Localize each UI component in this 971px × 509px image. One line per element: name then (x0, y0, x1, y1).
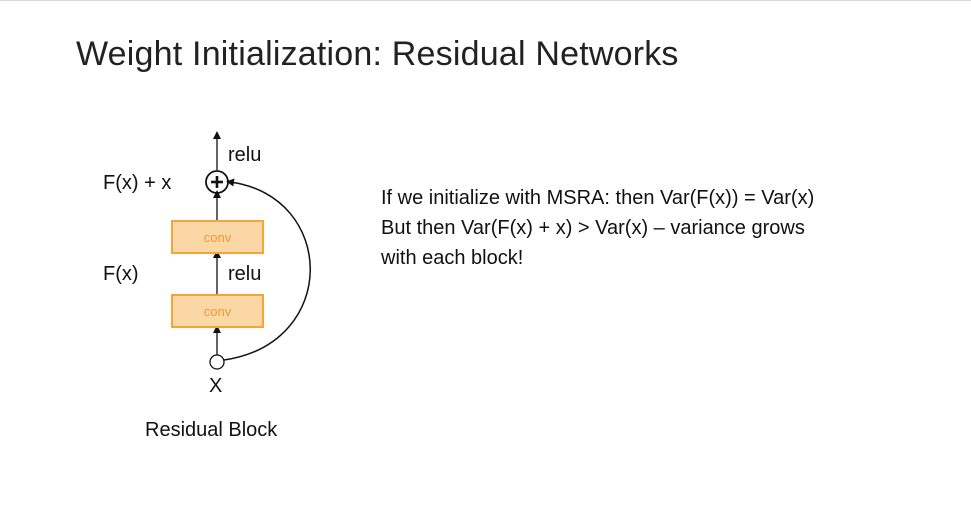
conv-label: conv (203, 303, 232, 319)
input-node-icon (209, 354, 225, 370)
fx-plus-x-label: F(x) + x (103, 172, 172, 194)
conv-block-top: conv (171, 220, 264, 254)
body-line: with each block! (381, 247, 524, 269)
add-node-icon (205, 170, 229, 194)
body-line: If we initialize with MSRA: then Var(F(x… (381, 187, 815, 209)
conv-label: conv (203, 229, 232, 245)
relu-top-label: relu (228, 144, 262, 166)
slide-title: Weight Initialization: Residual Networks (76, 35, 679, 73)
body-line: But then Var(F(x) + x) > Var(x) – varian… (381, 217, 805, 239)
skip-connection-arrow (223, 178, 311, 361)
diagram-caption: Residual Block (145, 419, 278, 441)
relu-mid-label: relu (228, 263, 262, 285)
fx-label: F(x) (103, 263, 139, 285)
conv-block-bottom: conv (171, 294, 264, 328)
input-x-label: X (209, 375, 223, 397)
body-text: If we initialize with MSRA: then Var(F(x… (381, 183, 941, 273)
